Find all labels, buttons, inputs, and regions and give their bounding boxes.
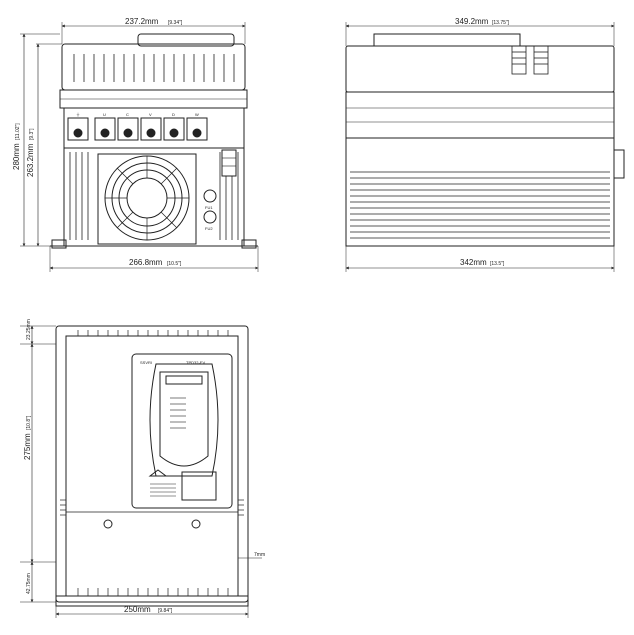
terminal-label: U (103, 112, 106, 117)
fuse-2-icon (203, 210, 217, 224)
left-heatsink-fins (69, 152, 89, 240)
drive-logo-icon (181, 471, 217, 501)
cooling-fan (97, 153, 197, 245)
side-width-bottom-inch-label: [13.5"] (490, 261, 505, 267)
top-height-main-label: 275mm (23, 433, 32, 460)
top-edge-vents (77, 330, 229, 336)
fuse-1-label: FU1 (205, 205, 213, 210)
side-edge-vents (60, 499, 244, 516)
terminal-label: D (172, 112, 175, 117)
keypad-panel (131, 353, 233, 509)
top-offset-bottom-label: 42.75mm (26, 573, 32, 594)
panel-brand-label: SSVRI (140, 360, 152, 365)
front-height-total-label: 280mm (12, 143, 21, 170)
fuse-2-label: FU2 (205, 226, 213, 231)
top-offset-top-label: 23.25mm (26, 319, 32, 340)
terminal-label: V (149, 112, 152, 117)
front-width-top-label: 237.2mm (125, 17, 159, 26)
mounting-hole-left-icon (103, 519, 113, 529)
top-width-label: 250mm (124, 605, 151, 614)
terminal-label: C (126, 112, 129, 117)
top-view (20, 325, 262, 618)
warning-icon (148, 469, 168, 477)
mounting-hole-right-icon (191, 519, 201, 529)
side-top-vents (511, 45, 549, 75)
control-connector (221, 149, 237, 177)
front-height-inner-inch-label: [9.3"] (29, 128, 35, 140)
side-heatsink-fins (350, 171, 610, 239)
side-width-bottom-label: 342mm (460, 258, 487, 267)
top-width-inch-label: [9.84"] (158, 608, 173, 614)
panel-model-label: TPD32-EV (186, 360, 205, 365)
top-height-main-inch-label: [10.8"] (26, 415, 32, 430)
side-connector (613, 149, 625, 179)
side-width-top-label: 349.2mm (455, 17, 489, 26)
terminal-label: W (195, 112, 199, 117)
front-height-total-inch-label: [11.02"] (15, 123, 21, 140)
terminal-label: ⏚ (76, 111, 80, 117)
front-width-top-inch-label: [9.34"] (168, 20, 183, 26)
front-cover-vents (73, 54, 235, 82)
side-view (345, 22, 625, 272)
front-width-bottom-label: 266.8mm (129, 258, 163, 267)
top-hole-offset-label: 7mm (254, 552, 265, 558)
front-width-bottom-inch-label: [10.5"] (167, 261, 182, 267)
front-view (20, 22, 259, 272)
side-width-top-inch-label: [13.75"] (492, 20, 510, 26)
bottom-edge-vents (77, 588, 229, 596)
terminal-labels: ⏚ U C V D W (76, 111, 199, 117)
terminal-block (67, 117, 208, 141)
fuse-1-icon (203, 189, 217, 203)
front-height-inner-label: 263.2mm (26, 143, 35, 177)
